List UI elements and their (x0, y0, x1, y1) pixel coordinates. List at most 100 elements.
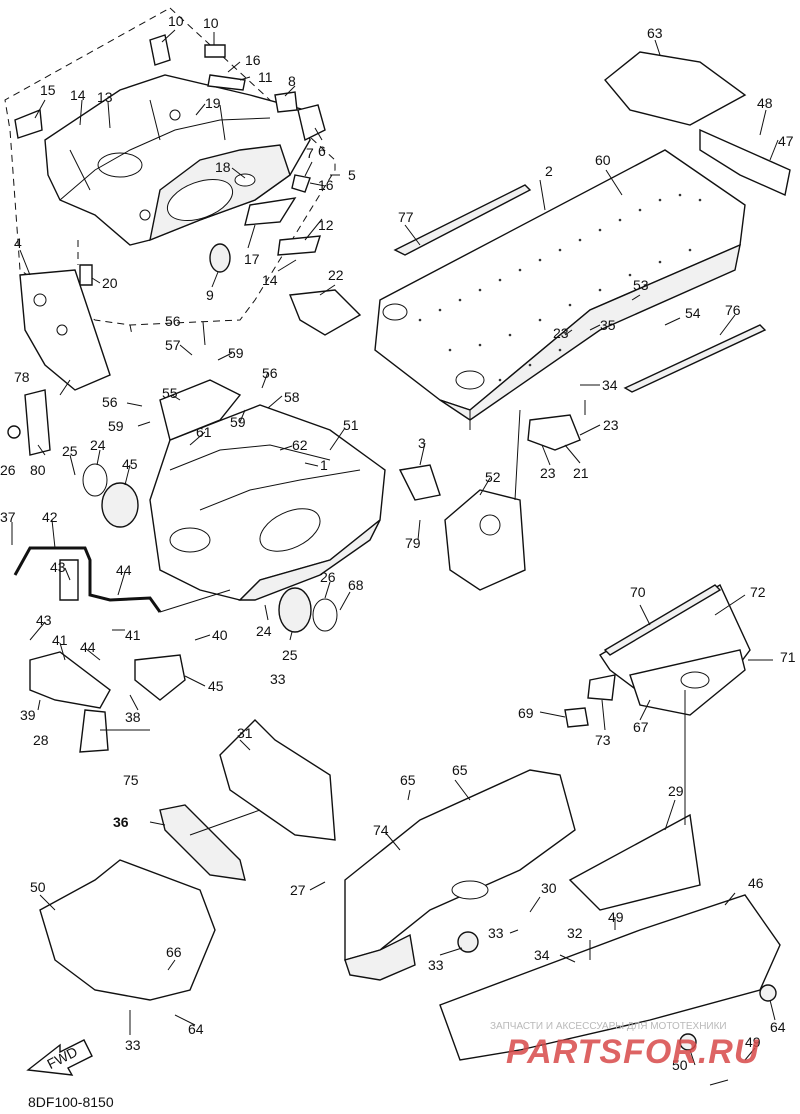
cover-31-lower (344, 933, 416, 981)
callout: 1 (320, 457, 328, 473)
callout: 61 (196, 424, 212, 440)
callout: 71 (780, 649, 796, 665)
pad-63 (604, 51, 747, 126)
callout: 72 (750, 584, 766, 600)
callout: 51 (343, 417, 359, 433)
callout: 56 (262, 365, 278, 381)
callout: 44 (80, 639, 96, 655)
bracket-15 (14, 109, 43, 139)
callout: 50 (30, 879, 46, 895)
leader-lines (11, 29, 779, 1086)
callout: 9 (206, 287, 214, 303)
callout: 21 (573, 465, 589, 481)
callout: 16 (245, 52, 261, 68)
callout: 73 (595, 732, 611, 748)
callout: 7 (306, 145, 314, 161)
callout: 60 (595, 152, 611, 168)
callout: 31 (237, 725, 253, 741)
panel-67 (219, 719, 336, 841)
strip-76 (623, 324, 767, 393)
main-frame-part-1 (149, 404, 386, 601)
cover-27 (39, 859, 216, 1001)
callout: 23 (553, 325, 569, 341)
footrest-29 (159, 804, 246, 881)
callout: 13 (97, 89, 113, 105)
callout: 23 (540, 465, 556, 481)
callout: 56 (165, 313, 181, 329)
callout: 41 (52, 632, 68, 648)
callout: 24 (90, 437, 106, 453)
callout: 66 (166, 944, 182, 960)
bracket-3 (444, 489, 526, 591)
stay-55 (159, 379, 242, 441)
grommet-66 (457, 931, 479, 953)
seal-25-right (312, 598, 338, 632)
callout: 38 (125, 709, 141, 725)
callout: 55 (162, 385, 178, 401)
tunnel-part-2 (374, 149, 746, 421)
panel-74 (568, 813, 701, 911)
callout: 69 (518, 705, 534, 721)
plate-51 (398, 464, 441, 501)
callout: 49 (608, 909, 624, 925)
plate-12 (277, 235, 321, 256)
callout: 26 (320, 569, 336, 585)
callout: 33 (125, 1037, 141, 1053)
callout: 20 (102, 275, 118, 291)
callout: 64 (188, 1021, 204, 1037)
callout: 40 (212, 627, 228, 643)
bracket-28 (79, 709, 109, 753)
fwd-arrow-icon (26, 1039, 93, 1076)
boot-24-left (101, 482, 139, 528)
callout: 59 (228, 345, 244, 361)
callout: 14 (262, 272, 278, 288)
callout: 63 (647, 25, 663, 41)
callout: 65 (400, 772, 416, 788)
callout: 49 (745, 1034, 761, 1050)
callout: 33 (428, 957, 444, 973)
callout: 28 (33, 732, 49, 748)
callout: 27 (290, 882, 306, 898)
pad-69 (587, 674, 616, 701)
callout: 2 (545, 163, 553, 179)
callout: 77 (398, 209, 414, 225)
callout: 53 (633, 277, 649, 293)
bracket-10 (149, 34, 171, 66)
callout: 58 (284, 389, 300, 405)
callout: 23 (603, 417, 619, 433)
plate-78 (24, 389, 51, 456)
callout: 15 (40, 82, 56, 98)
pin-20 (79, 264, 93, 286)
upper-frame-part (44, 74, 311, 246)
callout: 39 (20, 707, 36, 723)
bar-37 (59, 559, 79, 601)
callout: 46 (748, 875, 764, 891)
callout: 35 (600, 317, 616, 333)
callout: 30 (541, 880, 557, 896)
seal-25-left (82, 463, 108, 497)
callout: 3 (418, 435, 426, 451)
nut-80 (7, 425, 21, 439)
callout: 44 (116, 562, 132, 578)
callout: 74 (373, 822, 389, 838)
callout: 8 (288, 73, 296, 89)
callout: 52 (485, 469, 501, 485)
callout: 43 (50, 559, 66, 575)
callout: 76 (725, 302, 741, 318)
callout: 6 (318, 143, 326, 159)
callout: 64 (770, 1019, 786, 1035)
callout: 62 (292, 437, 308, 453)
callout: 10 (168, 13, 184, 29)
callout: 32 (567, 925, 583, 941)
callout: 33 (270, 671, 286, 687)
callout: 48 (757, 95, 773, 111)
cover-30 (439, 894, 781, 1061)
strip-77 (393, 184, 532, 256)
cap-64-bottom (679, 1033, 697, 1051)
plate-18 (244, 197, 297, 226)
callout: 10 (203, 15, 219, 31)
callout: 42 (42, 509, 58, 525)
callout: 79 (405, 535, 421, 551)
callout: 56 (102, 394, 118, 410)
